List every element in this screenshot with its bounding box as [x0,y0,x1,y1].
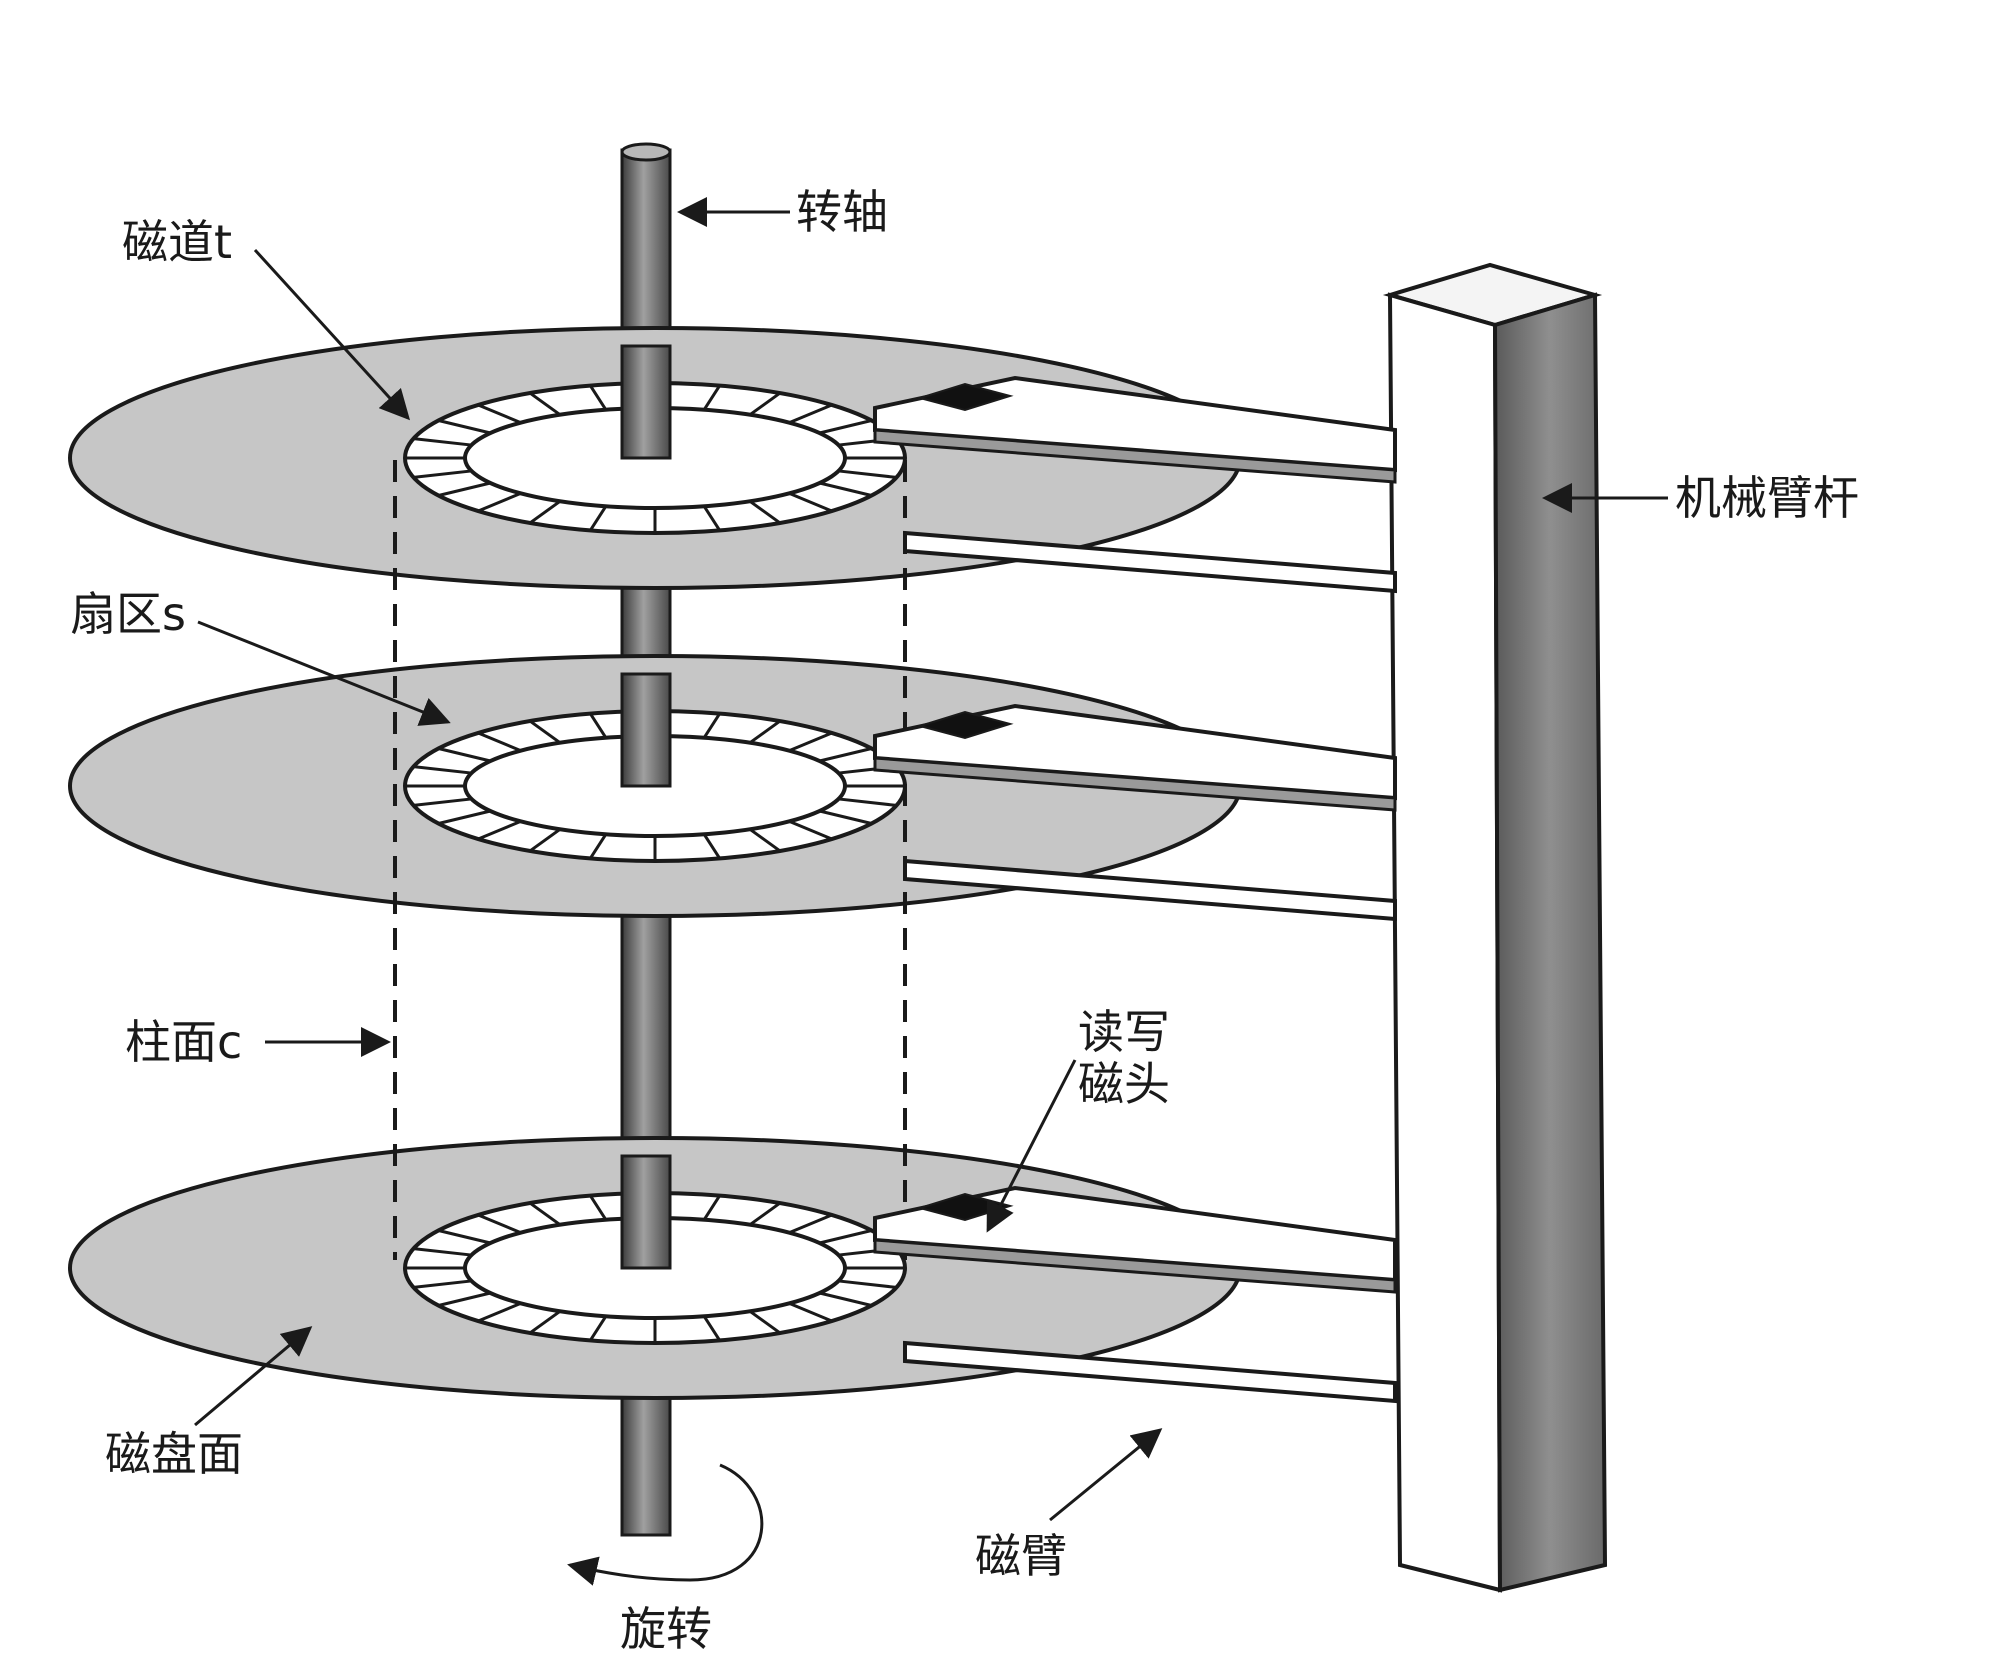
spindle-segment [620,672,672,788]
sector-divider [749,1310,781,1335]
sector-divider [413,1279,472,1289]
label-spindle: 转轴 [796,185,888,239]
arm-lower [903,858,1397,922]
sector-divider [477,403,522,425]
read-write-head [916,382,1014,412]
arm-pair-2 [873,703,1397,922]
sector-divider [413,437,472,447]
label-arm: 磁臂 [975,1529,1067,1583]
sector-divider [702,1315,721,1342]
sector-divider [589,505,608,532]
arm-upper-edge [873,428,1397,484]
sector-divider [529,1201,561,1226]
label-rotation: 旋转 [620,1602,712,1656]
sector-divider [702,712,721,739]
rotation-arrow [567,1463,764,1586]
sector-divider [838,1279,897,1289]
sector-divider [529,1310,561,1335]
label-rw-head-line1: 读写 [1078,1005,1170,1059]
label-actuator-arm: 机械臂杆 [1675,471,1859,525]
sector-divider [529,391,561,416]
sector-divider [788,1301,833,1323]
spindle-segment [620,344,672,460]
sector-divider [589,833,608,860]
sector-divider [438,809,491,825]
sector-divider [589,1194,608,1221]
arm-upper [873,375,1397,473]
read-write-head [916,710,1014,740]
sector-divider [438,1291,491,1307]
sector-divider [819,419,872,435]
arm-upper [873,703,1397,801]
sector-divider [438,481,491,497]
arm-lower [903,1340,1397,1404]
sector-divider [749,1201,781,1226]
sector-divider [749,719,781,744]
sector-divider [477,1301,522,1323]
sector-divider [529,500,561,525]
label-platter-surface: 磁盘面 [105,1427,243,1481]
label-sector: 扇区s [70,587,186,641]
label-rw-head-line2: 磁头 [1078,1057,1170,1111]
sector-divider [529,828,561,853]
sector-divider [589,384,608,411]
sector-divider [819,1229,872,1245]
arm-upper-edge [873,756,1397,812]
sector-divider [702,1194,721,1221]
sector-divider [438,1229,491,1245]
sector-divider [438,747,491,763]
sector-divider [589,712,608,739]
sector-divider [749,391,781,416]
sector-divider [788,491,833,513]
sector-divider [749,828,781,853]
sector-divider [702,833,721,860]
callout-lines [194,197,1668,1522]
sector-divider [477,491,522,513]
sector-divider [702,505,721,532]
sector-divider [477,1213,522,1235]
sector-divider [702,384,721,411]
sector-divider [477,731,522,753]
spindle-segment [620,1154,672,1270]
sector-divider [819,1291,872,1307]
label-cylinder: 柱面c [125,1015,242,1069]
sector-divider [819,747,872,763]
arm-upper-edge [873,1238,1397,1294]
sector-divider [413,797,472,807]
sector-divider [838,469,897,479]
sector-divider [477,819,522,841]
label-track: 磁道t [122,215,232,269]
sector-divider [819,809,872,825]
sector-divider [438,419,491,435]
arm-pair-1 [873,375,1397,594]
sector-divider [413,469,472,479]
sector-divider [529,719,561,744]
sector-divider [788,819,833,841]
sector-divider [788,1213,833,1235]
sector-divider [838,797,897,807]
sector-divider [788,731,833,753]
sector-divider [589,1315,608,1342]
sector-divider [413,1247,472,1257]
sector-divider [788,403,833,425]
sector-divider [413,765,472,775]
actuator-post [1382,262,1608,1593]
sector-divider [749,500,781,525]
arm-lower [903,530,1397,594]
sector-divider [819,481,872,497]
